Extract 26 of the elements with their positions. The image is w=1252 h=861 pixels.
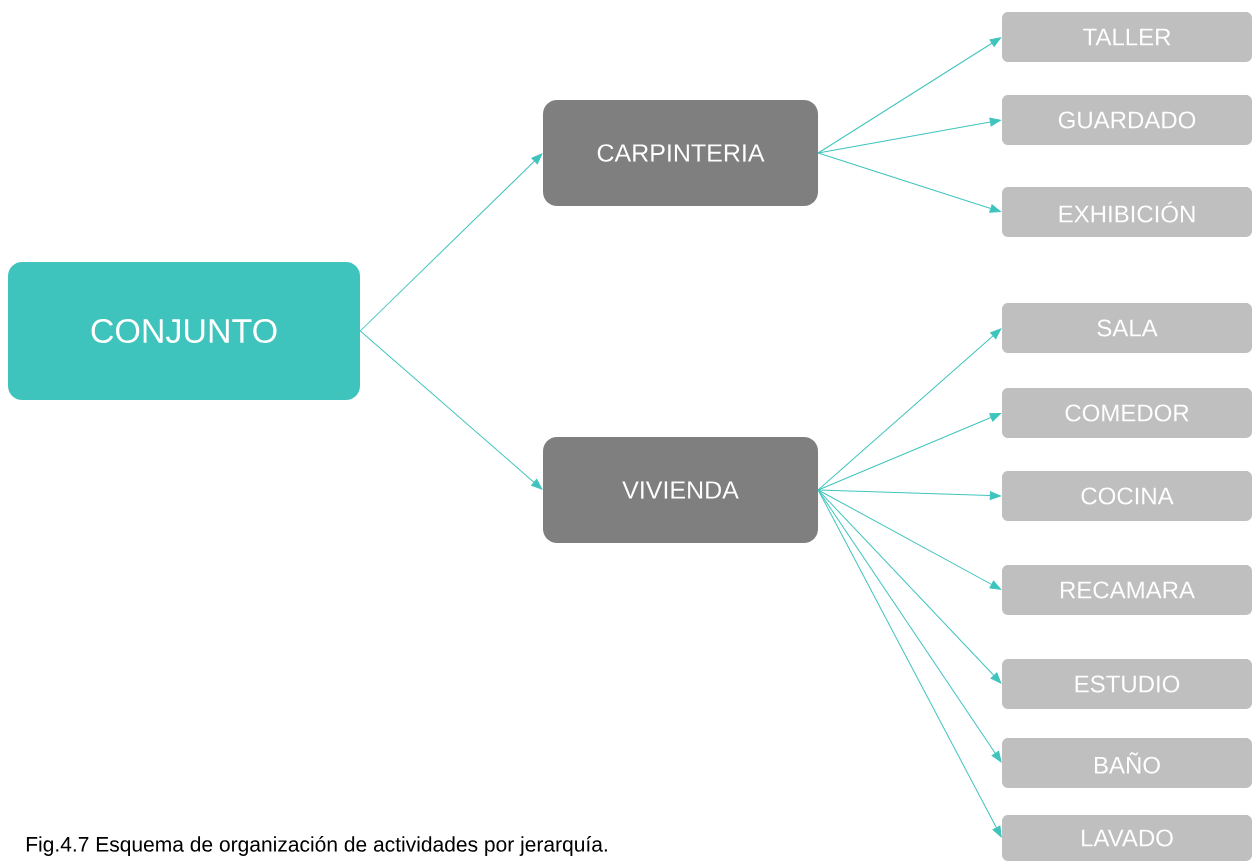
category-box: CARPINTERIA [543, 100, 818, 206]
arrow [817, 489, 1002, 838]
arrow [359, 153, 543, 332]
activity-box: BAÑO [1002, 738, 1252, 788]
arrow [817, 489, 1002, 763]
activity-box: SALA [1002, 303, 1252, 353]
arrow [817, 152, 1001, 213]
activity-box: GUARDADO [1002, 95, 1252, 145]
activity-box: COMEDOR [1002, 388, 1252, 438]
arrow [817, 328, 1002, 491]
arrow [817, 117, 1001, 154]
arrow [817, 489, 1002, 684]
caption: Fig.4.7 Esquema de organización de actividades por jerarquía. [26, 836, 607, 856]
activity-box: ESTUDIO [1002, 659, 1252, 709]
activity-box: TALLER [1002, 12, 1252, 62]
activity-box: EXHIBICIÓN [1002, 187, 1252, 237]
arrow [817, 37, 1002, 154]
activity-box: COCINA [1002, 471, 1252, 521]
arrow [817, 413, 1001, 491]
category-box: VIVIENDA [543, 437, 818, 543]
arrow [817, 489, 1002, 590]
arrow [817, 489, 1001, 501]
root-box: CONJUNTO [8, 262, 360, 400]
arrow [359, 330, 543, 490]
activity-box: LAVADO [1002, 815, 1252, 861]
activity-box: RECAMARA [1002, 565, 1252, 615]
